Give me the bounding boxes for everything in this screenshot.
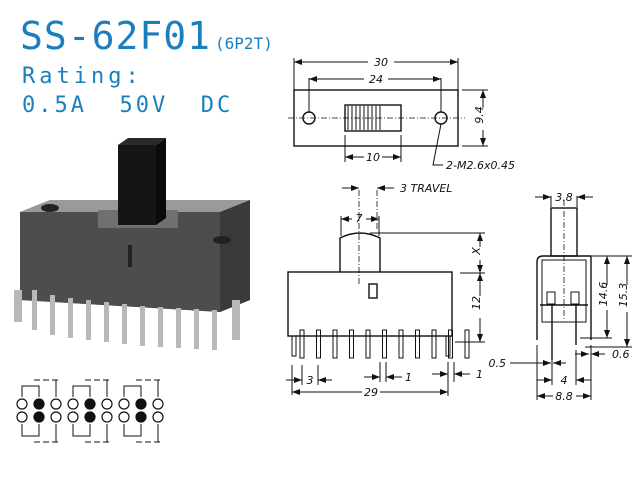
dim-pin-pitch: 3 <box>307 374 314 387</box>
top-view: 30 24 9.4 10 2-M2.6x0.45 <box>288 56 515 172</box>
product-photo <box>14 138 250 350</box>
rating-value: 0.5A 50V DC <box>22 93 234 118</box>
terminal-pin <box>316 329 321 359</box>
common-contact <box>84 411 96 423</box>
common-contact <box>84 398 96 410</box>
model-number: SS-62F01 <box>20 14 212 58</box>
contact <box>67 411 79 423</box>
contact <box>101 411 113 423</box>
dim-side-actuator-width: 3.8 <box>555 191 573 204</box>
common-contact <box>33 398 45 410</box>
connection-line <box>72 424 91 437</box>
dim-hole-spacing: 24 <box>369 73 383 86</box>
product-title: SS-62F01(6P2T) <box>20 14 273 58</box>
connection-line <box>21 424 40 437</box>
connection-line <box>21 385 40 397</box>
terminal-pin <box>332 329 338 359</box>
dim-overall-width: 30 <box>374 56 388 69</box>
common-contact <box>135 411 147 423</box>
contact <box>118 411 130 423</box>
mounting-tab <box>291 335 297 357</box>
terminal-pin <box>398 329 404 359</box>
contact <box>50 398 62 410</box>
contact <box>50 411 62 423</box>
mounting-tab <box>445 335 451 357</box>
dim-pin-width: 1 <box>405 371 412 384</box>
dim-slider-width: 10 <box>366 151 380 164</box>
dim-height: 9.4 <box>473 106 486 124</box>
dim-body-height: 12 <box>470 296 483 310</box>
poles-throws: (6P2T) <box>215 34 273 53</box>
dim-actuator-width: 7 <box>356 212 363 225</box>
dim-tab-thickness: 0.6 <box>612 348 630 361</box>
terminal-pin <box>415 329 420 359</box>
terminal-pin <box>349 329 354 359</box>
dim-actuator-height: X <box>470 247 483 256</box>
common-contact <box>33 411 45 423</box>
contact <box>152 398 164 410</box>
connection-line <box>123 424 142 437</box>
rating-label: Rating: <box>22 64 143 89</box>
dim-row-spacing: 4 <box>561 374 568 387</box>
dim-side-body-height: 14.6 <box>597 282 610 307</box>
dim-overall-length: 29 <box>364 386 378 399</box>
common-contact <box>135 398 147 410</box>
terminal-pin <box>431 329 437 359</box>
connection-line <box>72 385 91 397</box>
dim-side-overall-width: 8.8 <box>555 390 573 403</box>
contact <box>67 398 79 410</box>
dim-side-pin: 1 <box>476 368 483 381</box>
contact <box>101 398 113 410</box>
side-view: 3.8 14.6 15.3 0.5 0.6 4 8.8 <box>489 191 632 403</box>
dim-pin-thickness: 0.5 <box>489 357 507 370</box>
contact <box>152 411 164 423</box>
contact <box>16 411 28 423</box>
circuit-schematic <box>16 379 164 443</box>
dim-travel: 3 TRAVEL <box>400 182 452 195</box>
terminal-pin <box>299 329 305 359</box>
terminal-pin <box>448 329 453 359</box>
connection-line <box>123 385 142 397</box>
contact <box>118 398 130 410</box>
terminal-pin <box>382 329 387 359</box>
terminal-pin <box>464 329 470 359</box>
hole-note: 2-M2.6x0.45 <box>446 159 515 172</box>
terminal-pin <box>365 329 371 359</box>
contact <box>16 398 28 410</box>
front-view: 3 TRAVEL 7 X 12 3 1 1 29 <box>286 182 485 399</box>
dim-total-height: 15.3 <box>617 283 630 308</box>
